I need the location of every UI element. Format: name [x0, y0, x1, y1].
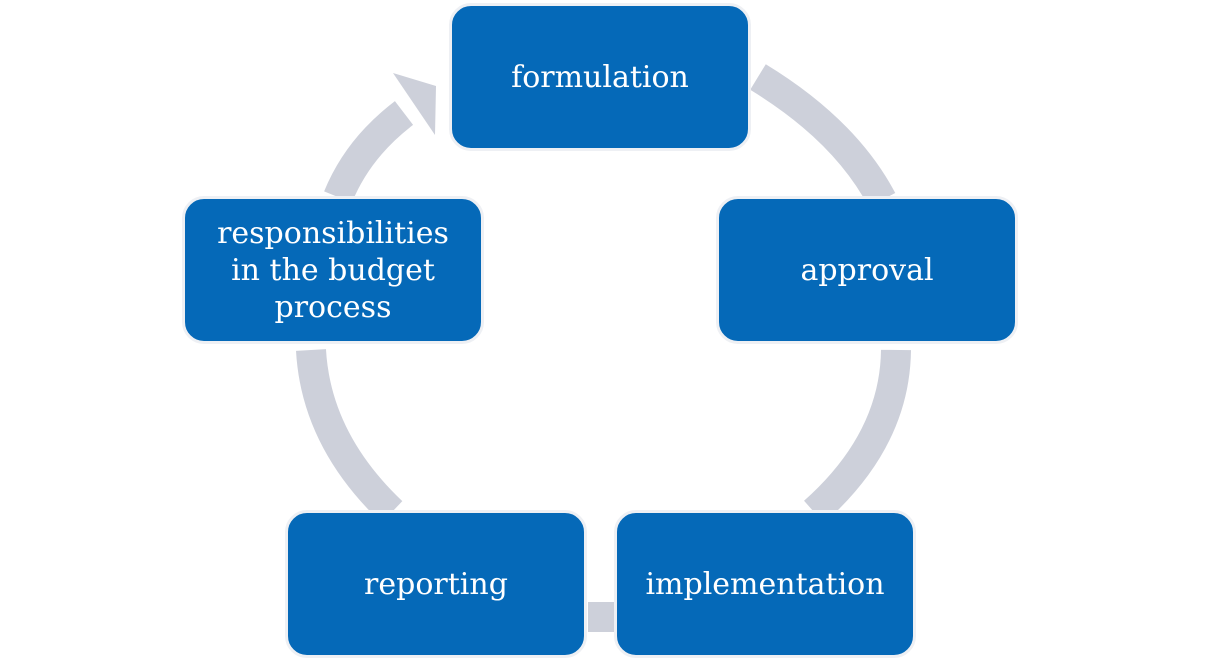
node-implementation: implementation: [614, 510, 916, 658]
node-reporting: reporting: [285, 510, 587, 658]
connector-responsibilities-formulation: [324, 101, 414, 203]
node-formulation-label: formulation: [511, 59, 689, 95]
connector-approval-implementation: [803, 349, 911, 524]
node-responsibilities-label: responsibilities in the budget process: [217, 215, 449, 325]
node-responsibilities: responsibilities in the budget process: [182, 196, 484, 344]
node-approval-label: approval: [800, 252, 934, 288]
node-reporting-label: reporting: [364, 566, 508, 602]
node-formulation: formulation: [449, 3, 751, 151]
connector-reporting-responsibilities: [296, 348, 403, 523]
node-approval: approval: [716, 196, 1018, 344]
connector-formulation-approval: [750, 64, 896, 208]
node-implementation-label: implementation: [645, 566, 885, 602]
arrowhead-to-formulation: [393, 73, 436, 135]
